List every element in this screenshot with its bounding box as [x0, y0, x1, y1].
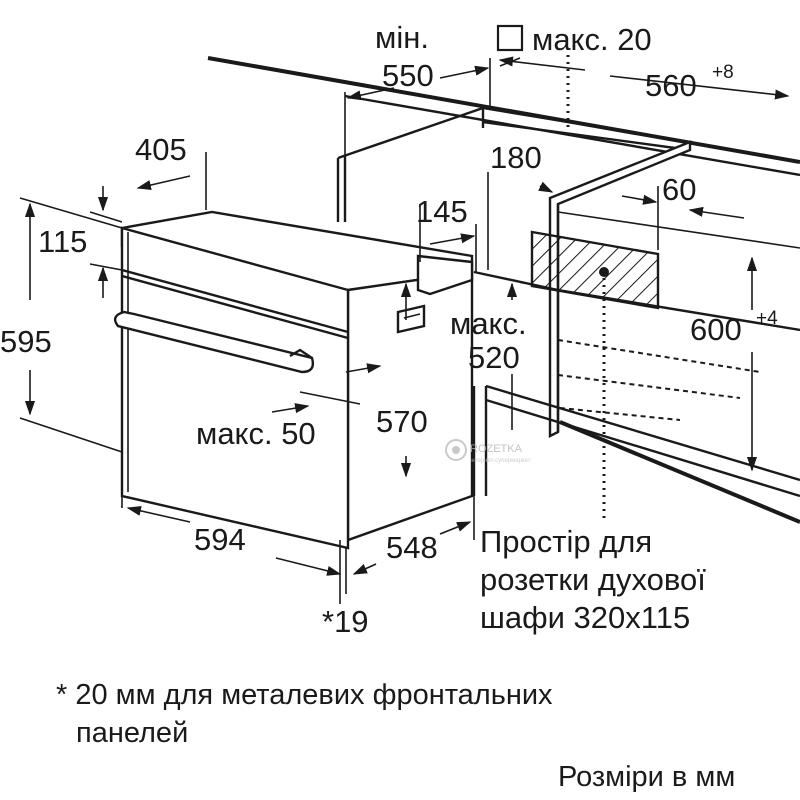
footnote-line-2: панелей [76, 717, 188, 749]
socket-area [530, 230, 660, 310]
oven-door-handle [113, 310, 315, 374]
label-548: 548 [386, 530, 438, 565]
label-min: мін. [375, 20, 429, 55]
label-595: 595 [0, 324, 52, 359]
label-max-50: макс. 50 [196, 416, 316, 451]
label-max-20: макс. 20 [532, 22, 652, 57]
watermark-brand: ROZETKA [470, 443, 523, 455]
label-560-tolerance: +8 [712, 62, 734, 83]
label-star-19: *19 [322, 604, 369, 639]
max20-square-symbol [496, 24, 524, 52]
label-560: 560 [645, 68, 697, 103]
label-max-a: макс. [450, 306, 527, 341]
label-570: 570 [376, 404, 428, 439]
units-note: Розміри в мм [558, 761, 735, 793]
label-600: 600 [690, 312, 742, 347]
rozetka-watermark: ROZETKA інтернет-супермаркет [445, 439, 531, 464]
label-405: 405 [135, 132, 187, 167]
label-594: 594 [194, 522, 246, 557]
dimension-lines [19, 56, 790, 604]
socket-note-line-2: розетки духової [480, 562, 706, 597]
socket-note-line-1: Простір для [480, 524, 652, 559]
socket-note-line-3: шафи 320x115 [480, 600, 690, 635]
footnote-line-1: * 20 мм для металевих фронтальних [56, 679, 553, 711]
label-520: 520 [468, 340, 520, 375]
socket-center-marker [599, 267, 609, 277]
label-145: 145 [416, 194, 468, 229]
cabinet-niche [207, 56, 800, 524]
label-180: 180 [490, 140, 542, 175]
label-60: 60 [662, 172, 696, 207]
oven-body [120, 210, 474, 550]
label-550: 550 [382, 58, 434, 93]
watermark-tagline: інтернет-супермаркет [470, 458, 531, 464]
label-115: 115 [38, 224, 87, 259]
label-600-tolerance: +4 [756, 308, 778, 329]
